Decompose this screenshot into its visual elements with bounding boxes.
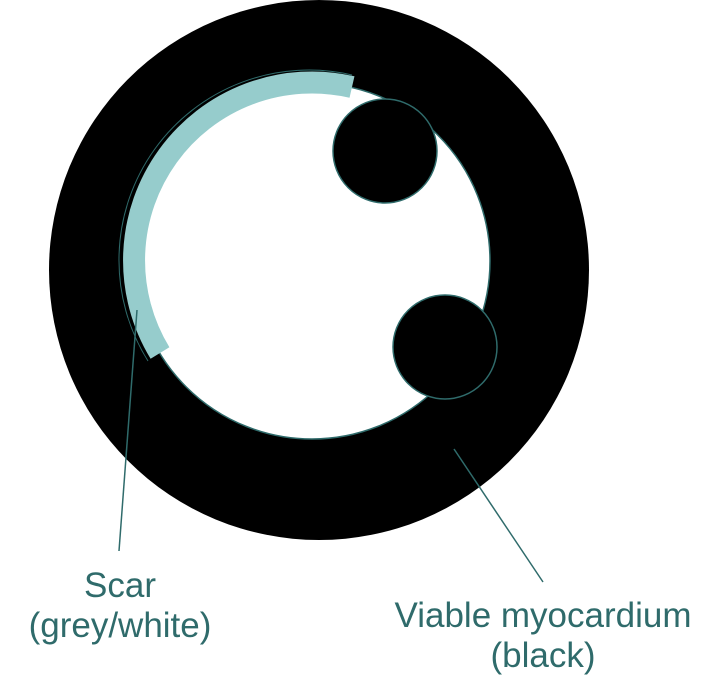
viable-myocardium-label: Viable myocardium (black): [370, 596, 716, 676]
scar-label: Scar (grey/white): [0, 566, 240, 646]
viable-label-line1: Viable myocardium: [370, 596, 716, 636]
papillary-muscle-bottom: [393, 295, 497, 399]
scar-label-line2: (grey/white): [0, 606, 240, 646]
scar-label-line1: Scar: [0, 566, 240, 606]
viable-label-line2: (black): [370, 636, 716, 676]
papillary-muscle-top: [333, 99, 437, 203]
